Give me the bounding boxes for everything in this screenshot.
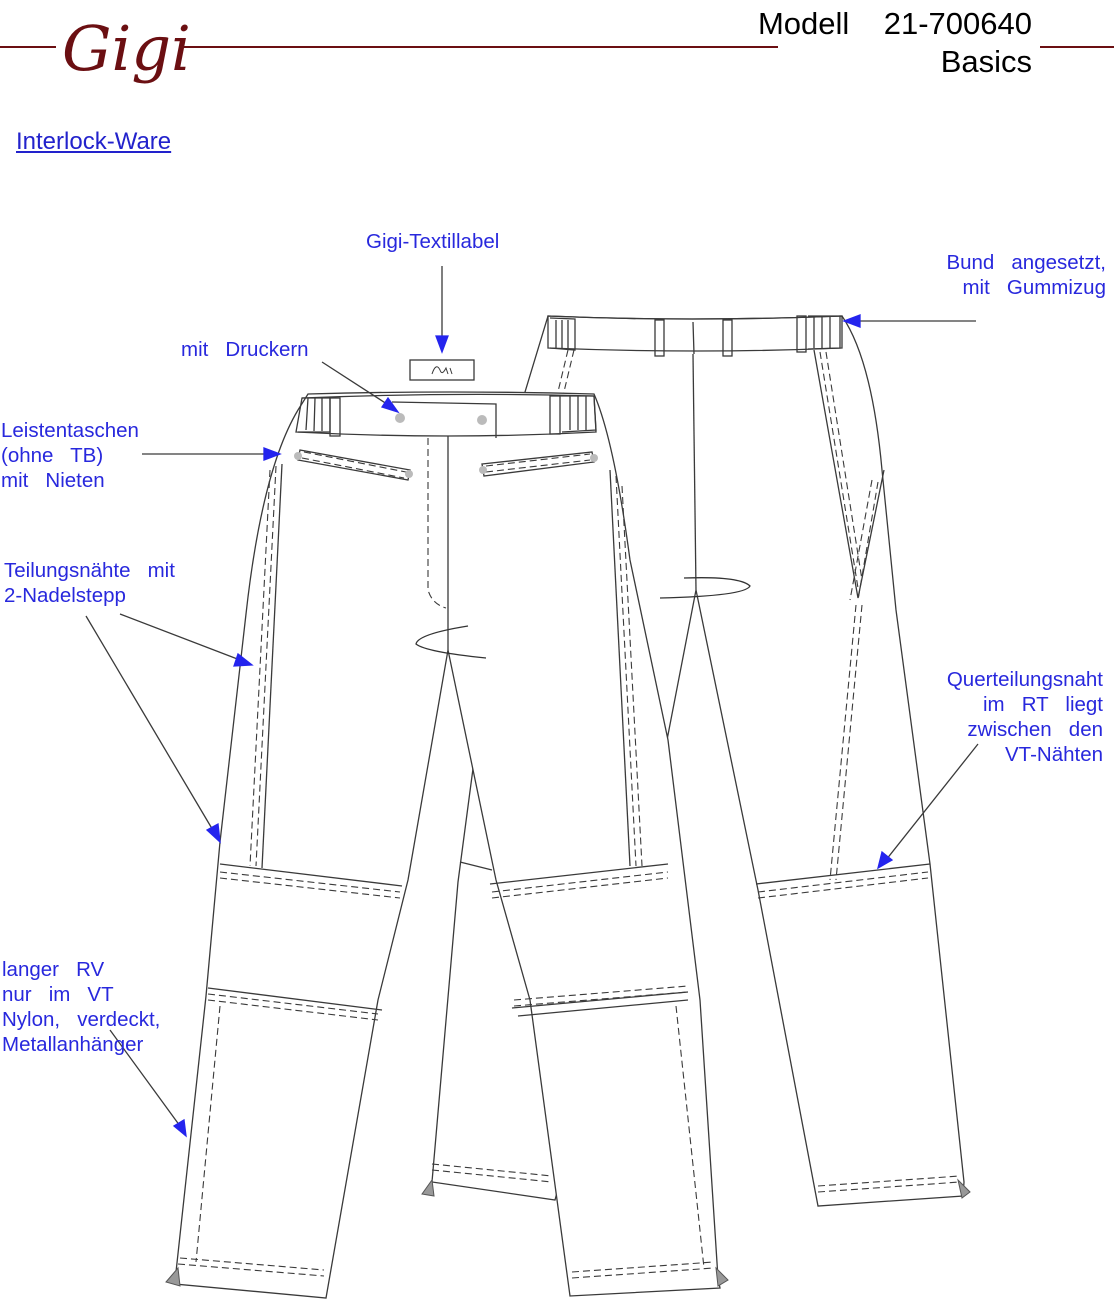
- back-leg-stitch-right: [829, 604, 863, 881]
- rivet-left-outer: [294, 452, 302, 460]
- division-stitch-left-1: [255, 465, 277, 867]
- arrowhead-division-seams-upper: [233, 652, 254, 667]
- back-side-stitch-right-2: [825, 351, 879, 601]
- back-knee-stitch: [757, 871, 929, 899]
- annotation-arrows: [85, 266, 979, 1138]
- arrowhead-textile-label: [435, 335, 449, 354]
- arrowhead-division-seams-lower: [205, 822, 221, 844]
- front-waistband-gather-right: [560, 395, 597, 433]
- back-hem-stitch-right: [817, 1175, 961, 1193]
- rivet-right-inner: [479, 466, 487, 474]
- arrow-division-seams-lower: [85, 615, 215, 833]
- front-waistband-extension: [391, 401, 497, 438]
- textile-label-graphic: [409, 359, 475, 381]
- front-knee-seam-right-upper: [489, 863, 669, 885]
- zipper-puller-left: [165, 1266, 181, 1287]
- front-belt-loop-left: [329, 397, 341, 437]
- arrowhead-zipper: [172, 1118, 187, 1138]
- model-label: Modell: [757, 6, 850, 41]
- front-knee-stitch-right-upper: [491, 871, 669, 899]
- back-side-stitch-left: [555, 349, 575, 401]
- front-knee-seam-left-lower: [207, 987, 383, 1011]
- note-welt-pockets: Leistentaschen (ohne TB) mit Nieten: [1, 419, 139, 492]
- rivet-right-outer: [590, 454, 598, 462]
- front-hem-stitch-right: [571, 1261, 715, 1279]
- front-knee-stitch-right-lower: [513, 985, 689, 1007]
- arrow-press-studs: [321, 361, 391, 407]
- arrowhead-waistband: [842, 314, 861, 328]
- back-zipper-puller-left: [421, 1178, 435, 1197]
- front-knee-stitch-left-lower: [207, 993, 379, 1021]
- note-division-seams: Teilungsnähte mit 2-Nadelstepp: [4, 559, 175, 607]
- note-waistband: Bund angesetzt, mit Gummizug: [946, 251, 1106, 299]
- arrowhead-press-studs: [380, 396, 400, 414]
- arrow-zipper: [109, 1029, 181, 1127]
- front-belt-loop-right: [549, 395, 561, 435]
- back-waistband-gather-right: [807, 315, 841, 350]
- division-stitch-right-1: [615, 475, 637, 867]
- front-view: [165, 391, 729, 1299]
- division-stitch-left-2: [249, 469, 271, 867]
- brand-header-graphic: Gigi: [0, 12, 1114, 85]
- back-waistband: [547, 315, 843, 352]
- back-belt-loop-left: [654, 319, 665, 357]
- welt-pocket-right-stitch: [485, 453, 591, 473]
- division-seam-right: [609, 469, 631, 867]
- rivet-left-inner: [405, 470, 413, 478]
- front-knee-stitch-left-upper: [219, 871, 401, 899]
- division-seam-left: [261, 463, 283, 869]
- back-knee-seam-left: [459, 861, 493, 871]
- collection-name: Basics: [940, 44, 1032, 79]
- front-waistband: [295, 393, 597, 437]
- back-waistband-gather-left: [549, 317, 576, 351]
- back-side-stitch-right-1: [819, 351, 873, 601]
- back-hem-stitch-left: [431, 1163, 553, 1183]
- front-hem-stitch-left: [177, 1257, 325, 1277]
- press-stud-left: [395, 413, 405, 423]
- front-view-outline: [174, 391, 721, 1299]
- arrowhead-cross-seam: [876, 850, 894, 870]
- zipper-line-left: [195, 1005, 221, 1263]
- back-belt-loop-right: [722, 319, 733, 357]
- arrowhead-welt-pockets: [263, 447, 282, 461]
- front-crotch-curl: [415, 625, 487, 659]
- note-cross-seam: Querteilungsnaht im RT liegt zwischen de…: [946, 668, 1103, 766]
- press-stud-right: [477, 415, 487, 425]
- note-textile-label: Gigi-Textillabel: [366, 230, 500, 253]
- front-knee-panel-right-edge: [517, 999, 689, 1017]
- back-center-seam: [692, 321, 695, 355]
- arrow-division-seams-upper: [119, 613, 241, 661]
- welt-pocket-left-stitch: [301, 451, 407, 479]
- fabric-note-link[interactable]: Interlock-Ware: [16, 128, 172, 155]
- note-press-studs: mit Druckern: [181, 338, 309, 361]
- model-number: 21-700640: [883, 6, 1032, 41]
- brand-logo: Gigi: [62, 12, 191, 85]
- model-line: Modell 21-700640: [758, 8, 1032, 39]
- arrow-cross-seam: [885, 743, 979, 861]
- textile-label-logo-mark: [431, 366, 453, 375]
- textile-label-box: [409, 359, 475, 381]
- division-stitch-right-2: [621, 485, 643, 867]
- back-belt-loop-side: [796, 315, 807, 353]
- back-zipper-puller-right: [957, 1178, 971, 1199]
- note-zipper: langer RV nur im VT Nylon, verdeckt, Met…: [2, 958, 161, 1056]
- zipper-puller-right: [715, 1266, 729, 1287]
- back-side-seam-right: [813, 349, 885, 599]
- back-knee-seam: [755, 863, 931, 885]
- front-knee-seam-left-upper: [219, 863, 403, 887]
- back-center-seam-lower: [692, 353, 697, 591]
- back-seat-curl: [659, 577, 751, 599]
